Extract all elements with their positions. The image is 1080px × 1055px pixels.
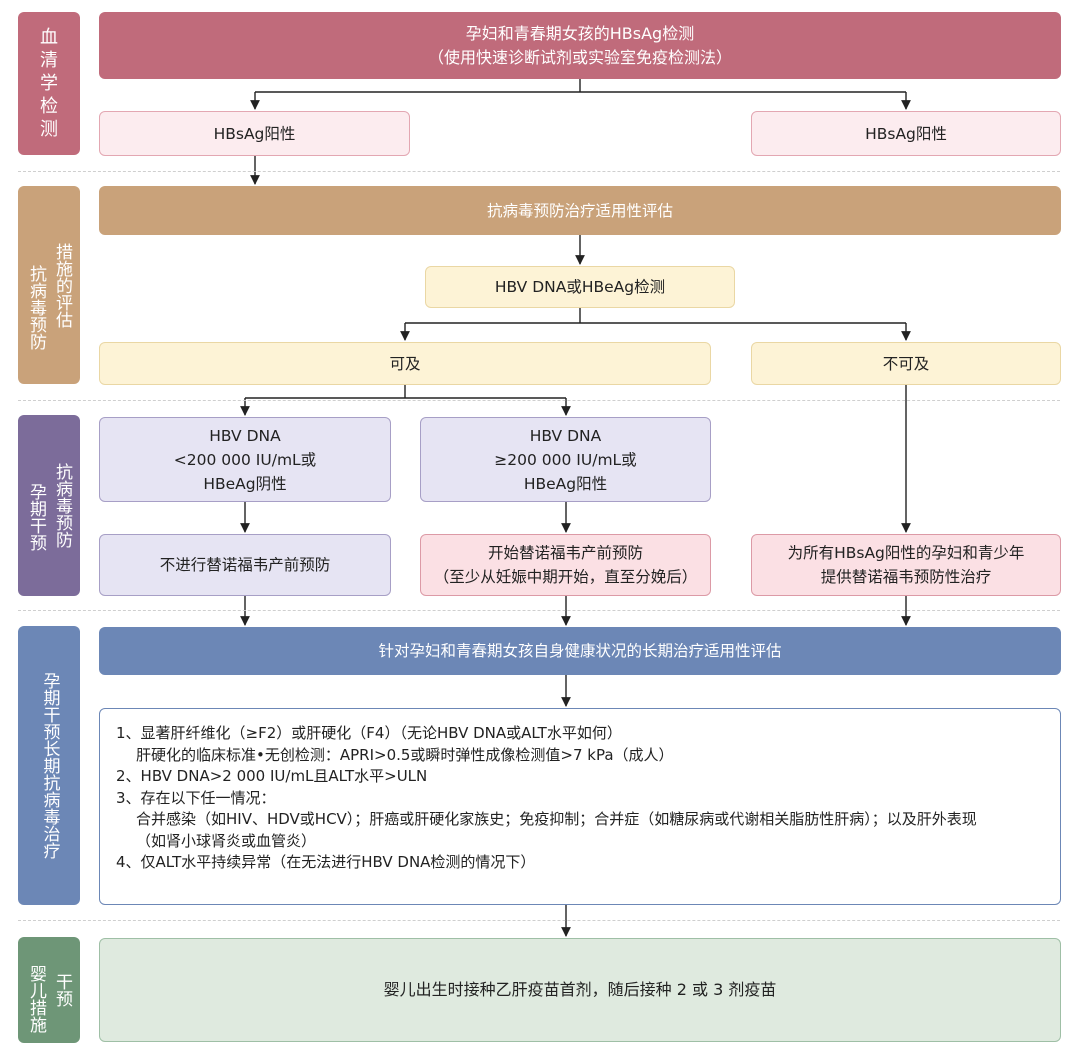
- serology-header-line1: 孕妇和青春期女孩的HBsAg检测: [465, 23, 695, 43]
- side-col: 孕期干预: [26, 482, 46, 551]
- divider-2: [18, 400, 1060, 401]
- longterm-criteria-box: 1、显著肝纤维化（≥F2）或肝硬化（F4）（无论HBV DNA或ALT水平如何）…: [99, 708, 1061, 905]
- unavailable-box: 不可及: [751, 342, 1061, 385]
- divider-4: [18, 920, 1060, 921]
- side-col: 干预: [52, 973, 72, 1007]
- high-line3: HBeAg阳性: [523, 474, 608, 493]
- low-line1: HBV DNA: [209, 426, 281, 445]
- criteria-item-3-detail: 合并感染（如HIV、HDV或HCV）；肝癌或肝硬化家族史；免疫抑制；合并症（如糖…: [136, 810, 977, 828]
- low-line3: HBeAg阴性: [203, 474, 287, 493]
- side-char: 清: [40, 50, 58, 71]
- low-viral-load-box: HBV DNA <200 000 IU/mL或 HBeAg阴性: [99, 417, 391, 502]
- criteria-item-4: 4、仅ALT水平持续异常（在无法进行HBV DNA检测的情况下）: [116, 853, 536, 871]
- high-line1: HBV DNA: [529, 426, 602, 445]
- side-col: 抗病毒预防: [26, 264, 46, 350]
- criteria-item-3: 3、存在以下任一情况：: [116, 788, 276, 807]
- hbv-dna-test-text: HBV DNA或HBeAg检测: [494, 278, 666, 296]
- serology-header-line2: （使用快速诊断试剂或实验室免疫检测法）: [427, 47, 732, 67]
- side-col: 措施的评估: [52, 242, 72, 328]
- side-label-assessment: 措施的评估 抗病毒预防: [18, 186, 80, 384]
- start-tdf-box: 开始替诺福韦产前预防 （至少从妊娠中期开始，直至分娩后）: [420, 534, 711, 596]
- side-char: 测: [40, 119, 58, 140]
- hbsag-positive-left-text: HBsAg阳性: [213, 124, 296, 143]
- start-tdf-line2: （至少从妊娠中期开始，直至分娩后）: [433, 568, 698, 586]
- side-col: 婴儿措施: [26, 965, 46, 1033]
- low-line2: <200 000 IU/mL或: [173, 450, 317, 469]
- high-viral-load-box: HBV DNA ≥200 000 IU/mL或 HBeAg阳性: [420, 417, 711, 502]
- high-line2: ≥200 000 IU/mL或: [494, 450, 637, 469]
- hbsag-positive-left: HBsAg阳性: [99, 111, 410, 156]
- side-char: 学: [40, 73, 58, 94]
- divider-1: [18, 171, 1060, 172]
- no-tdf-text: 不进行替诺福韦产前预防: [159, 556, 331, 574]
- criteria-item-1-detail: 肝硬化的临床标准•无创检测：APRI>0.5或瞬时弹性成像检测值>7 kPa（成…: [136, 745, 674, 764]
- all-tdf-box: 为所有HBsAg阳性的孕妇和青少年 提供替诺福韦预防性治疗: [751, 534, 1061, 596]
- infant-vaccine-text: 婴儿出生时接种乙肝疫苗首剂，随后接种 2 或 3 剂疫苗: [383, 980, 777, 999]
- side-char: 血: [40, 27, 58, 48]
- assessment-header: 抗病毒预防治疗适用性评估: [99, 186, 1061, 235]
- side-label-longterm: 孕期干预长期抗病毒治疗: [18, 626, 80, 905]
- serology-header: 孕妇和青春期女孩的HBsAg检测 （使用快速诊断试剂或实验室免疫检测法）: [99, 12, 1061, 79]
- start-tdf-line1: 开始替诺福韦产前预防: [487, 544, 643, 562]
- hbsag-positive-right-text: HBsAg阳性: [865, 124, 947, 143]
- hbsag-positive-right: HBsAg阳性: [751, 111, 1061, 156]
- assessment-header-text: 抗病毒预防治疗适用性评估: [486, 201, 673, 220]
- side-char: 检: [40, 96, 58, 117]
- available-box: 可及: [99, 342, 711, 385]
- unavailable-text: 不可及: [882, 354, 930, 373]
- side-col: 孕期干预长期抗病毒治疗: [39, 672, 60, 859]
- available-text: 可及: [389, 354, 421, 373]
- side-label-infant: 干预 婴儿措施: [18, 937, 80, 1043]
- infant-vaccine-box: 婴儿出生时接种乙肝疫苗首剂，随后接种 2 或 3 剂疫苗: [99, 938, 1061, 1042]
- side-label-serology: 血 清 学 检 测: [18, 12, 80, 155]
- no-tdf-box: 不进行替诺福韦产前预防: [99, 534, 391, 596]
- criteria-item-2: 2、HBV DNA>2 000 IU/mL且ALT水平>ULN: [116, 767, 428, 785]
- side-col: 抗病毒预防: [52, 463, 72, 548]
- longterm-header-text: 针对孕妇和青春期女孩自身健康状况的长期治疗适用性评估: [378, 642, 782, 660]
- criteria-item-1: 1、显著肝纤维化（≥F2）或肝硬化（F4）（无论HBV DNA或ALT水平如何）: [116, 724, 622, 742]
- criteria-item-3-detail-cont: （如肾小球肾炎或血管炎）: [136, 831, 317, 850]
- divider-3: [18, 610, 1060, 611]
- hbv-dna-test-box: HBV DNA或HBeAg检测: [425, 266, 735, 308]
- side-label-pregnancy: 抗病毒预防 孕期干预: [18, 415, 80, 596]
- all-tdf-line1: 为所有HBsAg阳性的孕妇和青少年: [787, 544, 1025, 562]
- all-tdf-line2: 提供替诺福韦预防性治疗: [820, 568, 992, 586]
- longterm-header: 针对孕妇和青春期女孩自身健康状况的长期治疗适用性评估: [99, 627, 1061, 675]
